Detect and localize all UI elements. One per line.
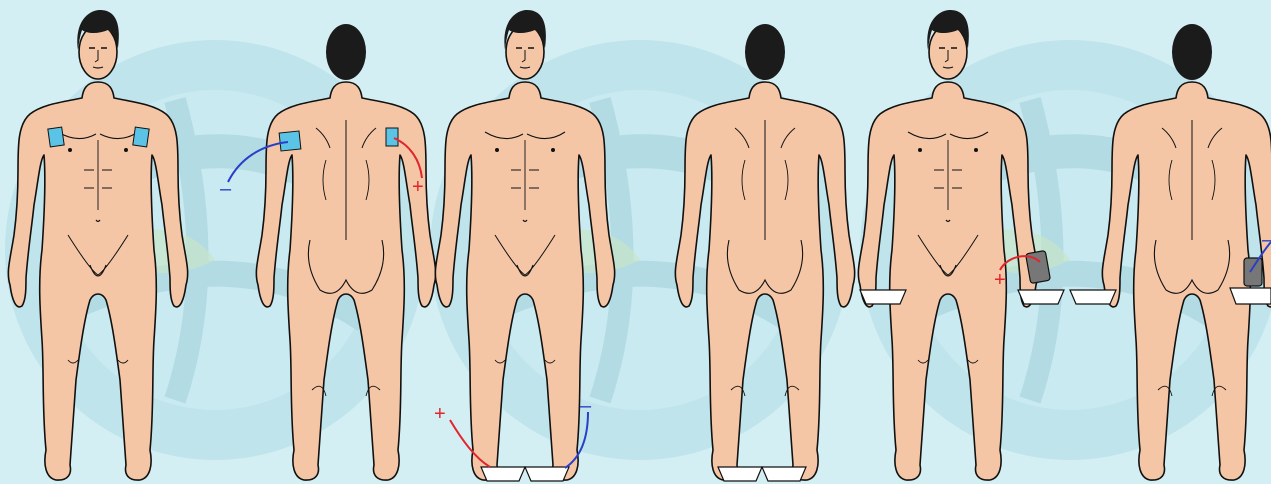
hand-tray-2: [1018, 290, 1064, 304]
hand-electrode-back: [1244, 258, 1262, 286]
electrode-pad-left-shoulder: [133, 127, 149, 147]
electrode-pad-right-shoulder: [48, 127, 64, 147]
negative-label-2: –: [580, 395, 592, 417]
foot-tray-back-left: [718, 467, 762, 481]
hand-tray-4: [1230, 288, 1271, 304]
foot-tray-front-right: [481, 467, 525, 481]
hand-tray-3: [1070, 290, 1116, 304]
foot-tray-front-left: [525, 467, 569, 481]
negative-label-3: –: [1262, 229, 1271, 251]
positive-label-1: +: [412, 176, 424, 198]
positive-label-3: +: [994, 269, 1006, 291]
negative-label-1: –: [220, 178, 232, 200]
electrode-pad-back-left: [279, 131, 301, 151]
positive-label-2: +: [434, 403, 446, 425]
hand-tray-1: [860, 290, 906, 304]
foot-tray-back-right: [762, 467, 806, 481]
electrode-pad-back-right: [386, 128, 398, 146]
